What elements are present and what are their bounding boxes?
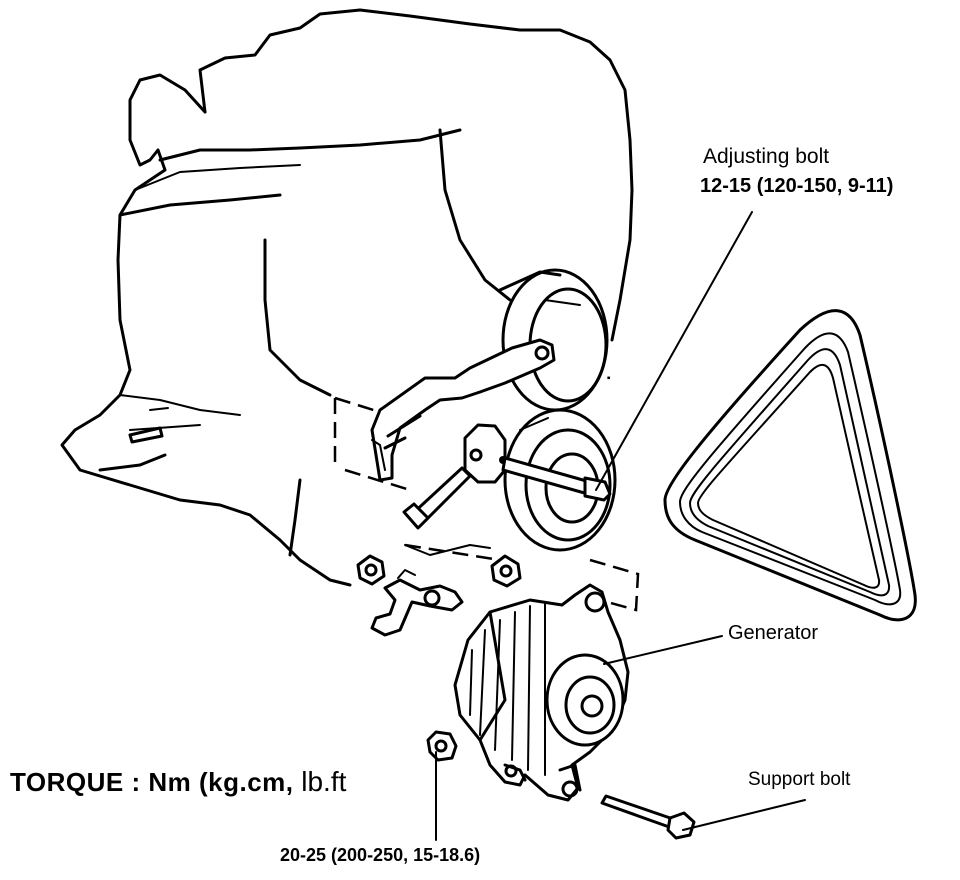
torque-units-legend: TORQUE : Nm (kg.cm, lb.ft [10,768,346,796]
engine-block [60,8,634,587]
bushings [356,554,522,588]
v-belt [663,309,917,622]
lower-mount-nut [426,730,458,762]
support-bolt-label: Support bolt [748,769,851,790]
torque-units-lbft: lb.ft [301,766,347,797]
adjusting-block [402,423,612,530]
brace-bracket [370,578,464,637]
adjusting-bolt-torque: 12-15 (120-150, 9-11) [700,175,894,197]
adjusting-bracket [370,338,556,482]
upper-pulley [498,268,609,412]
adjusting-bolt-label: Adjusting bolt [703,145,830,168]
support-bolt-torque: 20-25 (200-250, 15-18.6) [280,845,481,865]
leader-lines [435,211,806,841]
generator-label: Generator [728,622,819,644]
support-bolt [600,794,696,840]
generator-body [453,583,630,802]
torque-units-main: TORQUE : Nm (kg.cm, [10,767,294,797]
